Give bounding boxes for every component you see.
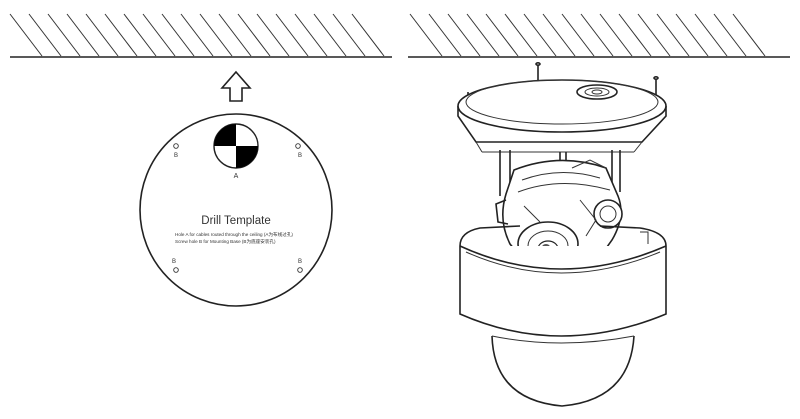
hatch-line <box>637 13 671 57</box>
hatch-line <box>275 13 309 57</box>
svg-text:B: B <box>298 259 302 265</box>
hatch-line <box>104 13 138 57</box>
screw-hole-b-top-left: B <box>173 143 179 159</box>
hatch-line <box>66 13 100 57</box>
hatch-line <box>732 13 766 57</box>
mounting-base <box>457 79 667 153</box>
hatch-line <box>28 13 62 57</box>
hatch-line <box>713 13 747 57</box>
dome-bubble <box>491 335 635 407</box>
hole-a-label: A <box>234 173 239 180</box>
template-note-a: Hole A for cables routed through the cei… <box>175 231 293 238</box>
hatch-line <box>123 13 157 57</box>
hatch-line <box>256 13 290 57</box>
hatch-line <box>47 13 81 57</box>
hatch-line <box>351 13 385 57</box>
hatch-line <box>485 13 519 57</box>
hatch-line <box>542 13 576 57</box>
hatch-line <box>618 13 652 57</box>
svg-text:B: B <box>172 259 176 265</box>
svg-text:B: B <box>174 153 178 159</box>
hatch-line <box>656 13 690 57</box>
template-note-b: Screw hole B for Mounting Base (B为底座安装孔) <box>175 238 276 245</box>
hatch-line <box>161 13 195 57</box>
hatch-line <box>409 13 443 57</box>
hatch-line <box>447 13 481 57</box>
hatch-line <box>599 13 633 57</box>
hatch-line <box>694 13 728 57</box>
screw-hole-b-top-right: B <box>295 143 302 159</box>
hole-a-marker <box>213 123 259 169</box>
hatch-line <box>313 13 347 57</box>
screw-hole-b-bottom-right: B <box>297 259 303 273</box>
hatch-line <box>466 13 500 57</box>
ceiling-right <box>408 13 790 58</box>
hatch-line <box>199 13 233 57</box>
svg-text:B: B <box>298 153 302 159</box>
drill-template: A B B B B Drill Template Hole A for cabl… <box>139 113 333 307</box>
up-arrow-icon <box>220 70 252 102</box>
hatch-line <box>332 13 366 57</box>
hatch-line <box>428 13 462 57</box>
screw-hole-b-bottom-left: B <box>172 259 179 273</box>
hatch-line <box>504 13 538 57</box>
hatch-line <box>142 13 176 57</box>
hatch-line <box>180 13 214 57</box>
hatch-line <box>675 13 709 57</box>
dome-camera <box>457 61 667 407</box>
camera-module <box>495 159 623 271</box>
hatch-line <box>294 13 328 57</box>
ceiling-left <box>9 13 392 58</box>
hatch-line <box>561 13 595 57</box>
template-title: Drill Template <box>201 215 270 227</box>
hatch-line <box>237 13 271 57</box>
hatch-line <box>523 13 557 57</box>
hatch-line <box>218 13 252 57</box>
hatch-line <box>85 13 119 57</box>
housing-ring <box>459 225 667 337</box>
hatch-line <box>580 13 614 57</box>
hatch-line <box>9 13 43 57</box>
